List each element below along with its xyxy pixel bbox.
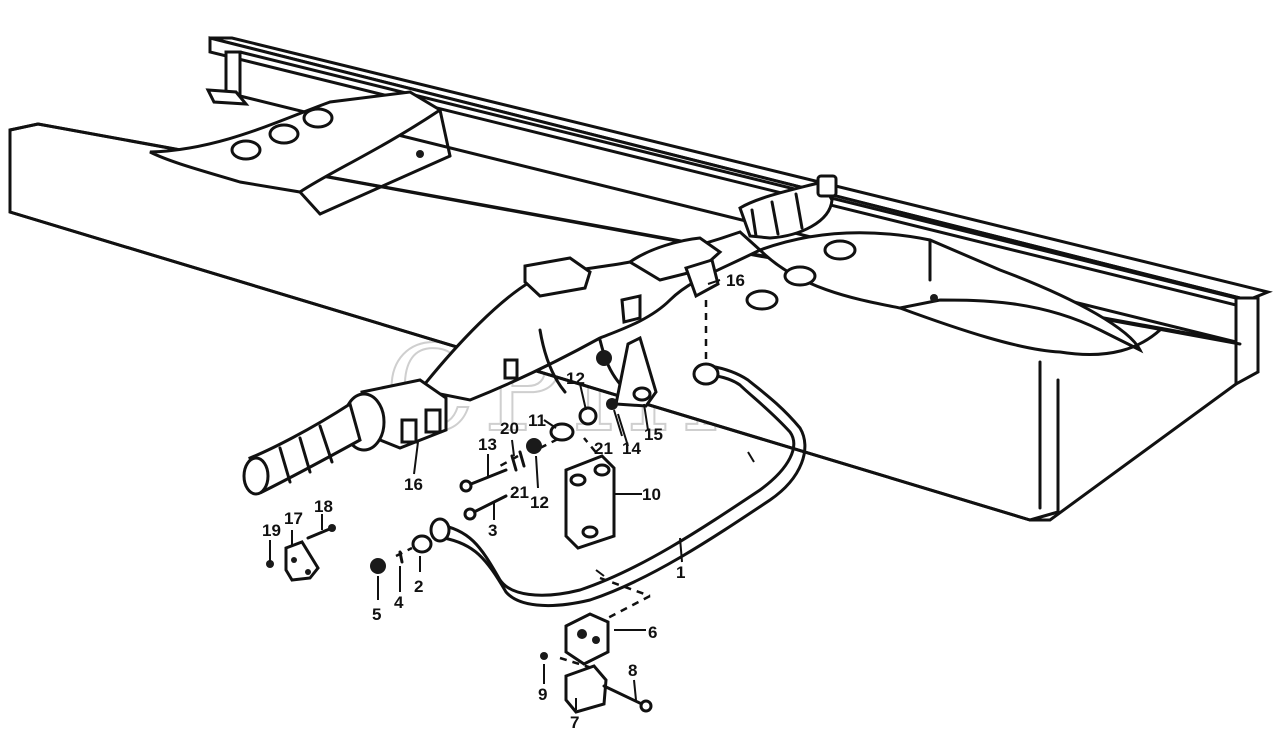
label-1: 1 xyxy=(676,563,685,582)
label-16-upper: 16 xyxy=(726,271,745,290)
label-19: 19 xyxy=(262,521,281,540)
label-21-lower: 21 xyxy=(510,483,529,502)
label-3: 3 xyxy=(488,521,497,540)
label-5: 5 xyxy=(372,605,381,624)
label-14: 14 xyxy=(622,439,641,458)
axle-housing xyxy=(417,174,838,402)
washer-21-upper xyxy=(606,398,618,410)
cover-plate xyxy=(266,524,336,582)
small-parts xyxy=(370,398,618,574)
right-frame-rail xyxy=(205,36,1273,387)
bushing-11 xyxy=(549,422,575,442)
label-8: 8 xyxy=(628,661,637,680)
label-6: 6 xyxy=(648,623,657,642)
part-number-labels: 1 2 3 4 5 6 7 8 9 10 11 12 12 13 14 15 1… xyxy=(262,271,745,732)
bolt-3 xyxy=(468,494,508,516)
bushing-2 xyxy=(411,534,433,554)
link-bracket xyxy=(564,454,616,550)
label-13: 13 xyxy=(478,435,497,454)
label-12-upper: 12 xyxy=(566,369,585,388)
screw-18 xyxy=(306,526,334,540)
left-axle-hub xyxy=(242,378,448,496)
front-cross-member xyxy=(149,90,452,216)
nut-9 xyxy=(540,652,548,660)
rear-cross-member xyxy=(745,231,1162,356)
label-11: 11 xyxy=(528,411,546,430)
nut-12-lower xyxy=(526,438,542,454)
label-12-lower: 12 xyxy=(530,493,549,512)
label-20: 20 xyxy=(500,419,519,438)
label-21-upper: 21 xyxy=(594,439,613,458)
washer-19 xyxy=(266,560,274,568)
leader-lines xyxy=(269,279,721,710)
label-18: 18 xyxy=(314,497,333,516)
bolt-8 xyxy=(602,684,648,708)
washer-20 xyxy=(510,454,518,472)
label-7: 7 xyxy=(570,713,579,732)
bolt-13 xyxy=(464,468,508,488)
label-9: 9 xyxy=(538,685,547,704)
washer-12-upper xyxy=(578,406,598,426)
washer-4 xyxy=(398,550,404,564)
upper-bracket xyxy=(596,335,658,408)
label-2: 2 xyxy=(414,577,423,596)
label-15: 15 xyxy=(644,425,663,444)
label-17: 17 xyxy=(284,509,303,528)
label-4: 4 xyxy=(394,593,404,612)
nut-5 xyxy=(370,558,386,574)
label-16-lower: 16 xyxy=(404,475,423,494)
stabilizer-bar xyxy=(429,362,807,608)
label-10: 10 xyxy=(642,485,661,504)
